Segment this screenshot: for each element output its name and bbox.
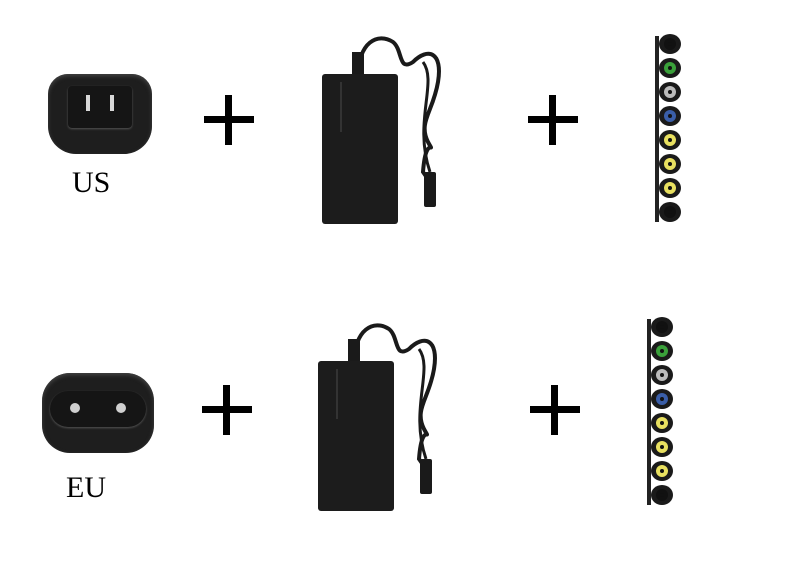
plug-pin xyxy=(86,95,90,111)
plus-icon xyxy=(530,385,580,435)
power-adapter-image xyxy=(322,36,441,224)
plus-icon xyxy=(202,385,252,435)
dc-tips-set xyxy=(637,317,687,509)
plug-pin xyxy=(116,403,126,413)
power-adapter-image xyxy=(318,323,437,511)
us-label: US xyxy=(72,166,111,199)
plug-pin xyxy=(110,95,114,111)
us-plug-image xyxy=(48,74,152,154)
plus-icon xyxy=(204,95,254,145)
eu-label: EU xyxy=(66,471,106,504)
dc-tips-set xyxy=(645,34,695,226)
eu-plug-image xyxy=(42,373,154,453)
plug-face xyxy=(68,86,132,128)
plus-icon xyxy=(528,95,578,145)
eu-row: EU xyxy=(0,281,800,561)
plug-pin xyxy=(70,403,80,413)
plug-face xyxy=(50,391,146,427)
us-row: US xyxy=(0,0,800,280)
